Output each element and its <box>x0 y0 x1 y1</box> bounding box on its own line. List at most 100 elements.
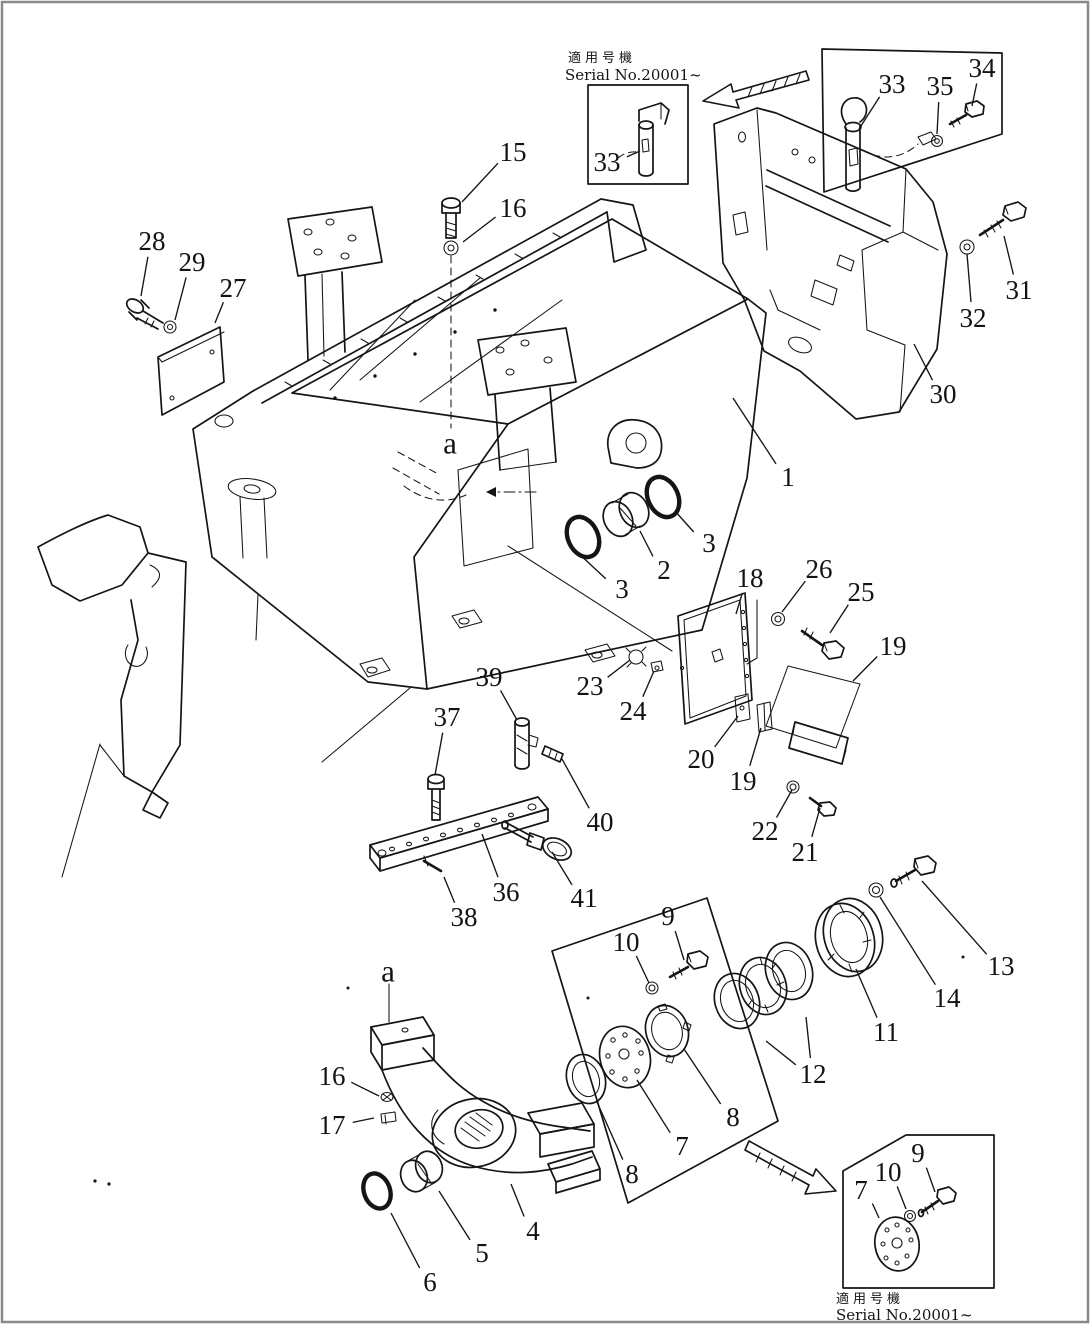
leader-line <box>683 1048 722 1105</box>
bottom-serial-label-en: Serial No.20001~ <box>836 1306 973 1324</box>
leader-line <box>551 851 573 886</box>
orings-3-bushing-2 <box>564 474 682 560</box>
part-number-callout: 25 <box>848 577 875 607</box>
part-number-callout: 31 <box>1006 275 1033 305</box>
part-number-callout: 12 <box>800 1059 827 1089</box>
part-number-callout: 39 <box>476 662 503 692</box>
part-number-callout: 10 <box>613 927 640 957</box>
leader-line <box>352 1117 375 1124</box>
part-number-callout: 33 <box>594 147 621 177</box>
leader-line <box>921 880 988 955</box>
leader-line <box>936 101 940 135</box>
part-number-callout: 23 <box>577 671 604 701</box>
leader-line <box>765 1040 797 1066</box>
part-number-callout: 17 <box>319 1110 346 1140</box>
leader-line <box>674 930 685 961</box>
part-number-callout: 40 <box>587 807 614 837</box>
part-number-callout: 9 <box>661 901 675 931</box>
leader-line <box>855 968 878 1018</box>
leader-line <box>462 216 497 243</box>
leader-line <box>829 604 849 634</box>
leader-line <box>732 397 777 465</box>
part-number-callout: 3 <box>702 528 716 558</box>
bolt-31-washer-32 <box>959 201 1027 255</box>
part-number-callout: 32 <box>960 303 987 333</box>
part-number-callout: 11 <box>873 1017 899 1047</box>
part-number-callout: 21 <box>792 837 819 867</box>
leader-line <box>596 1101 624 1160</box>
leader-line <box>749 727 762 766</box>
leader-line <box>576 551 607 580</box>
part-number-callout: 18 <box>737 563 764 593</box>
part-number-callout: 7 <box>675 1131 689 1161</box>
part-number-callout: 28 <box>139 226 166 256</box>
leader-line <box>390 1212 421 1269</box>
part-number-callout: 33 <box>879 69 906 99</box>
part-number-callout: 9 <box>911 1138 925 1168</box>
part-number-callout: 13 <box>988 951 1015 981</box>
part-number-callout: 27 <box>220 273 247 303</box>
top-serial-label-en: Serial No.20001~ <box>565 66 702 84</box>
scan-specks <box>93 955 965 1186</box>
part-number-callout: 5 <box>475 1238 489 1268</box>
part-number-callout: 38 <box>451 902 478 932</box>
leader-line <box>438 1190 471 1241</box>
inset-box-top-right <box>821 48 1003 193</box>
part-number-callout: 34 <box>969 53 997 83</box>
leader-line <box>913 343 934 381</box>
cover-plate-27-bolt-28-washer-29 <box>125 298 225 416</box>
top-serial-label-jp: 適用号機 <box>568 50 636 66</box>
leader-line <box>714 715 739 748</box>
leader-line <box>781 580 806 613</box>
part-number-callout: 16 <box>500 193 527 223</box>
leader-line <box>434 732 444 776</box>
part-number-callout: 26 <box>806 554 833 584</box>
direction-arrow-bottom <box>744 1140 837 1195</box>
lock-plate-18-group <box>625 592 861 817</box>
leader-line <box>635 955 650 984</box>
loader-tower-bracket <box>37 514 187 878</box>
shim-kit-box <box>551 897 779 1204</box>
leader-line <box>174 277 187 321</box>
bearing-rings-11-12-13-14 <box>713 855 937 1030</box>
part-number-callout: 19 <box>730 766 757 796</box>
part-number-callout: 6 <box>423 1267 437 1297</box>
leader-line <box>925 1167 936 1193</box>
leader-line <box>636 1079 671 1134</box>
part-number-callout: 4 <box>526 1216 540 1246</box>
pin-bar-group-36-41 <box>369 717 573 873</box>
leader-line <box>858 96 881 130</box>
main-frame-part-1 <box>192 198 767 763</box>
part-number-callout: 16 <box>319 1061 346 1091</box>
leader-line <box>140 256 149 297</box>
part-number-callout: 20 <box>688 744 715 774</box>
leader-line <box>499 690 518 721</box>
leader-line <box>811 807 821 838</box>
support-arm-part-4-group <box>361 983 601 1211</box>
inset-box-top <box>587 84 689 185</box>
part-number-callout: 7 <box>854 1175 868 1205</box>
section-marker-label: a <box>381 954 395 989</box>
part-number-callout: 15 <box>500 137 527 167</box>
leader-line <box>607 659 631 678</box>
part-number-callout: 29 <box>179 247 206 277</box>
part-number-callout: 36 <box>493 877 520 907</box>
leader-line <box>871 1203 880 1219</box>
part-number-callout: 8 <box>726 1102 740 1132</box>
part-number-callout: 2 <box>657 555 671 585</box>
section-marker-label: a <box>443 426 457 461</box>
part-number-callout: 41 <box>571 883 598 913</box>
part-number-callout: 35 <box>927 71 954 101</box>
leader-line <box>443 876 456 903</box>
part-number-callout: 19 <box>880 631 907 661</box>
leader-line <box>626 150 641 158</box>
part-number-callout: 8 <box>625 1159 639 1189</box>
leader-line <box>461 162 499 203</box>
bolt-15-washer-16 <box>441 197 461 256</box>
bottom-serial-label-jp: 適用号機 <box>836 1291 904 1307</box>
part-number-callout: 1 <box>781 462 795 492</box>
leader-line <box>735 592 744 615</box>
